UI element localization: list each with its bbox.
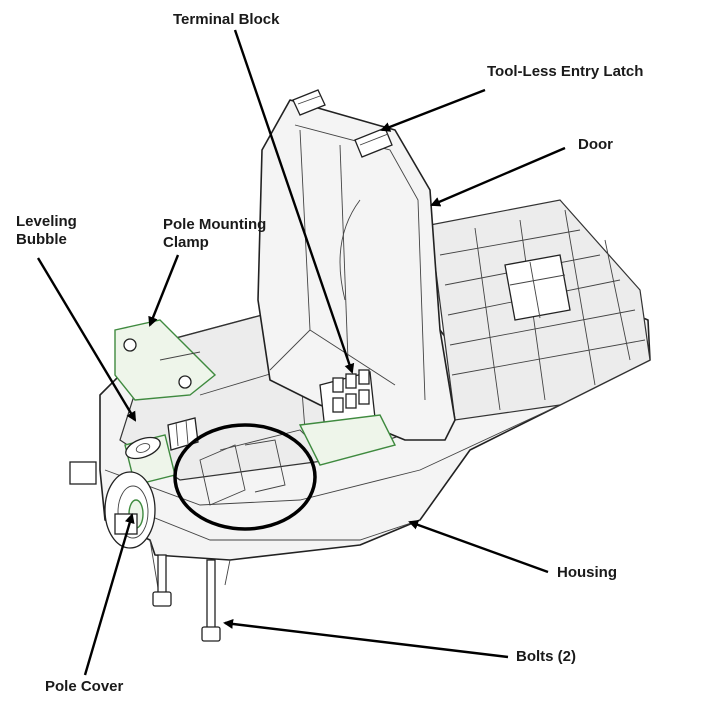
bolts	[152, 554, 221, 642]
highlight-circle	[173, 423, 317, 531]
tray-ribs	[429, 199, 651, 421]
pole-cover	[69, 461, 156, 549]
terminal-block-arrow	[233, 29, 355, 374]
leveling-bubble-arrow	[36, 257, 137, 422]
label-housing: Housing	[557, 564, 617, 581]
tool-less-entry-latch	[292, 89, 393, 158]
label-door: Door	[578, 136, 613, 153]
leveling-bubble	[125, 436, 161, 460]
housing-arrow	[408, 520, 549, 574]
label-leveling-bubble-line1: Leveling	[16, 213, 77, 230]
door-arrow	[430, 146, 566, 207]
pole-cover-arrow	[83, 513, 135, 676]
terminal-block	[319, 369, 376, 431]
label-terminal-block: Terminal Block	[173, 11, 280, 28]
label-pole-mounting-clamp-line1: Pole Mounting	[163, 216, 267, 233]
label-tool-less-entry-latch: Tool-Less Entry Latch	[487, 63, 644, 80]
label-pole-mounting-clamp-line2: Clamp	[163, 234, 209, 251]
clamp-arrow	[148, 254, 180, 327]
pole-mounting-clamp	[114, 319, 217, 401]
latch-arrow	[380, 88, 486, 132]
label-bolts: Bolts (2)	[516, 648, 576, 665]
label-leveling-bubble-line2: Bubble	[16, 231, 67, 248]
leader-lines	[36, 29, 566, 676]
door	[257, 99, 456, 441]
bolts-arrow	[223, 618, 509, 659]
label-pole-cover: Pole Cover	[45, 678, 124, 695]
